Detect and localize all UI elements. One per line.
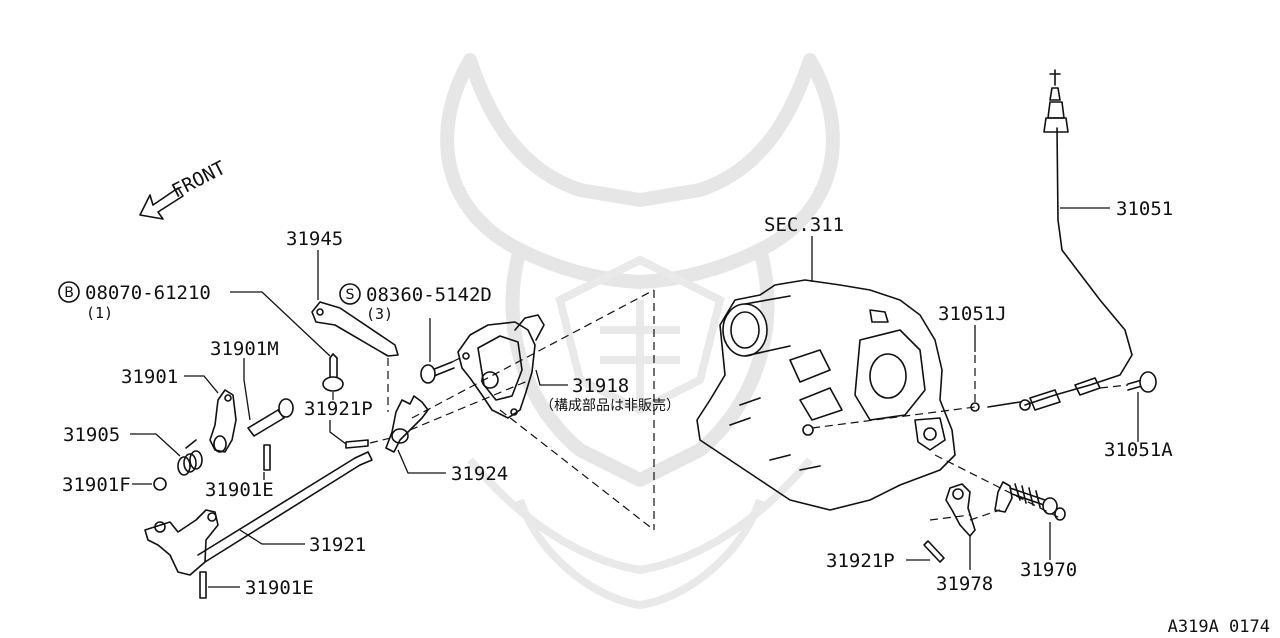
label-section-ref: SEC.311 xyxy=(764,214,844,236)
figure-code: A319A 0174 xyxy=(1168,617,1270,637)
label-31051A: 31051A xyxy=(1104,439,1173,461)
callout-screw-S: S 08360-5142D (3) xyxy=(339,283,492,323)
front-label: FRONT xyxy=(168,157,229,203)
label-31921: 31921 xyxy=(309,534,366,556)
screw-symbol: S xyxy=(346,287,355,303)
lever-31978-part xyxy=(945,483,976,537)
cable-31051-part xyxy=(987,69,1133,411)
leader-lines xyxy=(130,207,1139,588)
screw-S-qty: (3) xyxy=(366,305,393,323)
spring-31905-part xyxy=(177,439,203,476)
label-31905: 31905 xyxy=(63,424,120,446)
assembly-dashed-lines xyxy=(332,289,1129,531)
bolt-B-part-number: 08070-61210 xyxy=(85,282,211,304)
nut-31901F-part xyxy=(153,477,167,491)
rod-31970-part xyxy=(994,481,1066,521)
lever-31901-part xyxy=(209,389,237,453)
label-31051J: 31051J xyxy=(938,303,1007,325)
bolt-B-part xyxy=(322,353,344,392)
callout-bolt-B: B 08070-61210 (1) xyxy=(58,281,211,322)
detent-plate-31924-part xyxy=(385,395,429,453)
bolt-symbol-icon xyxy=(58,281,80,303)
pin-31901E-mid-part xyxy=(263,444,271,471)
label-31901M: 31901M xyxy=(210,338,279,360)
label-31901: 31901 xyxy=(121,366,178,388)
label-31970: 31970 xyxy=(1020,559,1077,581)
label-31924: 31924 xyxy=(451,463,508,485)
bracket-31945-part xyxy=(311,301,399,357)
label-31921P-right: 31921P xyxy=(826,550,895,572)
label-31918: 31918 xyxy=(572,375,629,397)
bolt-B-qty: (1) xyxy=(86,304,113,322)
shift-rod-part xyxy=(144,451,373,576)
screw-S-part xyxy=(420,361,455,384)
bolt-symbol: B xyxy=(64,285,74,301)
pin-31921P-right-part xyxy=(923,540,945,563)
pin-31901E-bottom-part xyxy=(199,571,207,599)
screw-symbol-icon xyxy=(339,283,361,305)
label-31901E-mid: 31901E xyxy=(205,479,274,501)
bolt-31051A-part xyxy=(1127,371,1157,393)
label-31901E-bottom: 31901E xyxy=(245,577,314,599)
label-31978: 31978 xyxy=(936,573,993,595)
transmission-case-part xyxy=(696,279,956,511)
screw-S-part-number: 08360-5142D xyxy=(366,284,492,306)
housing-31918-part xyxy=(457,314,545,419)
watermark-emblem xyxy=(440,53,840,610)
label-31051: 31051 xyxy=(1116,198,1173,220)
label-31945: 31945 xyxy=(286,228,343,250)
label-31901F: 31901F xyxy=(62,474,131,496)
pin-31921P-left-part xyxy=(345,439,369,449)
label-31921P-left: 31921P xyxy=(304,398,373,420)
note-not-sold-separately: （構成部品は非販売） xyxy=(540,398,680,414)
front-arrow-icon xyxy=(139,187,184,220)
bolt-31901M-part xyxy=(247,398,294,437)
